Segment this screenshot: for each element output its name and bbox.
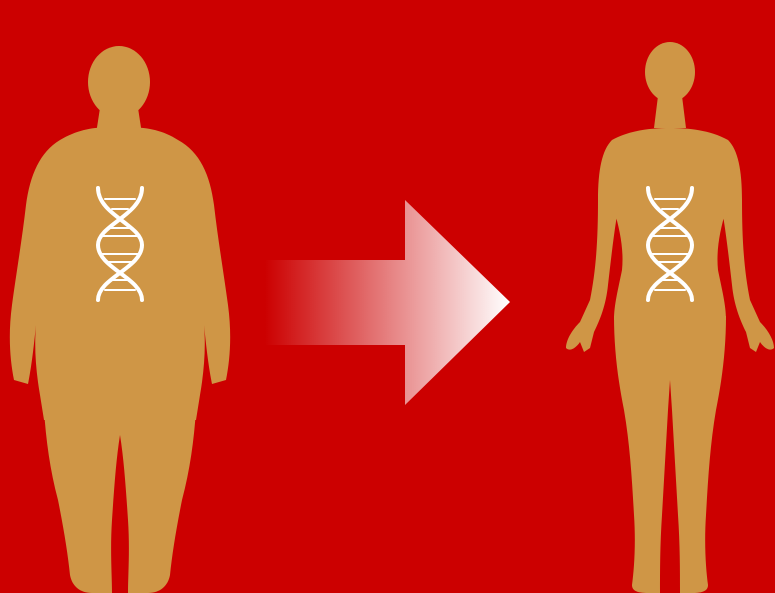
illustration-scene [0, 0, 775, 593]
body-transformation-illustration [0, 0, 775, 593]
